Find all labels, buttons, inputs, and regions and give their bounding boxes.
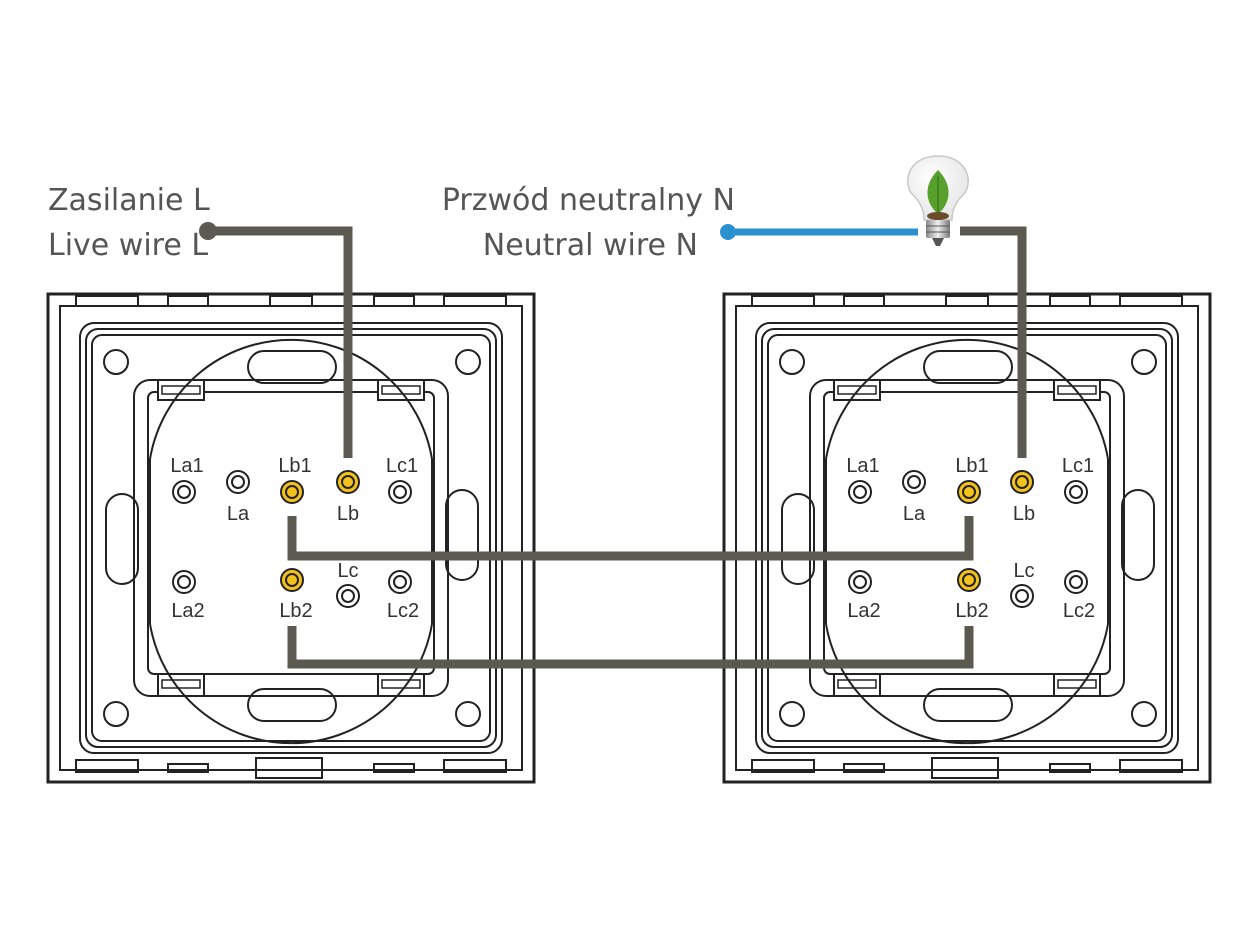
terminal-lc2-screw (1064, 570, 1088, 594)
label-lc1: Lc1 (386, 455, 418, 477)
terminal-la2-screw (172, 570, 196, 594)
terminal-lb-screw (1010, 470, 1034, 494)
terminal-la-screw (902, 470, 926, 494)
label-la: La (903, 503, 926, 525)
terminal-la2-screw (848, 570, 872, 594)
neutral-wire (720, 224, 918, 240)
terminal-lb2-screw (957, 568, 981, 592)
right-switch-terminals: La1 La Lb1 Lb Lc1 Lc La2 Lb2 Lc2 (846, 455, 1095, 622)
neutral-label-en: Neutral wire N (483, 228, 698, 263)
label-lc2: Lc2 (1063, 600, 1095, 622)
lightbulb-with-leaf-icon (907, 155, 969, 246)
live-wire (208, 226, 353, 458)
live-wire-end (199, 222, 217, 240)
terminal-lc-screw (336, 584, 360, 608)
terminal-lb2-screw (280, 568, 304, 592)
label-lc: Lc (1013, 560, 1034, 582)
label-lc1: Lc1 (1062, 455, 1094, 477)
terminal-lb-screw (336, 470, 360, 494)
wires (199, 222, 1027, 669)
label-la: La (227, 503, 250, 525)
terminal-lc1-screw (1064, 480, 1088, 504)
terminal-lc-screw (1010, 584, 1034, 608)
label-lb2: Lb2 (955, 600, 988, 622)
label-lb: Lb (1013, 503, 1035, 525)
terminal-lc1-screw (388, 480, 412, 504)
label-lb2: Lb2 (279, 600, 312, 622)
power-label-en: Live wire L (48, 228, 208, 263)
terminal-lc2-screw (388, 570, 412, 594)
label-la2: La2 (847, 600, 880, 622)
bridge-wire-lb2 (287, 626, 974, 669)
left-switch-terminals: La1 La Lb1 Lb Lc1 Lc La2 Lb2 Lc2 (170, 455, 419, 622)
terminal-la1-screw (848, 480, 872, 504)
label-lb: Lb (337, 503, 359, 525)
label-la1: La1 (846, 455, 879, 477)
bridge-wire-lb1 (287, 516, 974, 561)
power-label-pl: Zasilanie L (48, 183, 210, 218)
terminal-la-screw (226, 470, 250, 494)
label-lb1: Lb1 (955, 455, 988, 477)
neutral-wire-end (720, 224, 736, 240)
terminal-la1-screw (172, 480, 196, 504)
neutral-label-pl: Przwód neutralny N (442, 183, 735, 218)
label-la1: La1 (170, 455, 203, 477)
label-la2: La2 (171, 600, 204, 622)
label-lc2: Lc2 (387, 600, 419, 622)
terminal-lb1-screw (280, 480, 304, 504)
terminal-lb1-screw (957, 480, 981, 504)
lamp-return-wire (960, 226, 1027, 458)
label-lc: Lc (337, 560, 358, 582)
label-lb1: Lb1 (278, 455, 311, 477)
